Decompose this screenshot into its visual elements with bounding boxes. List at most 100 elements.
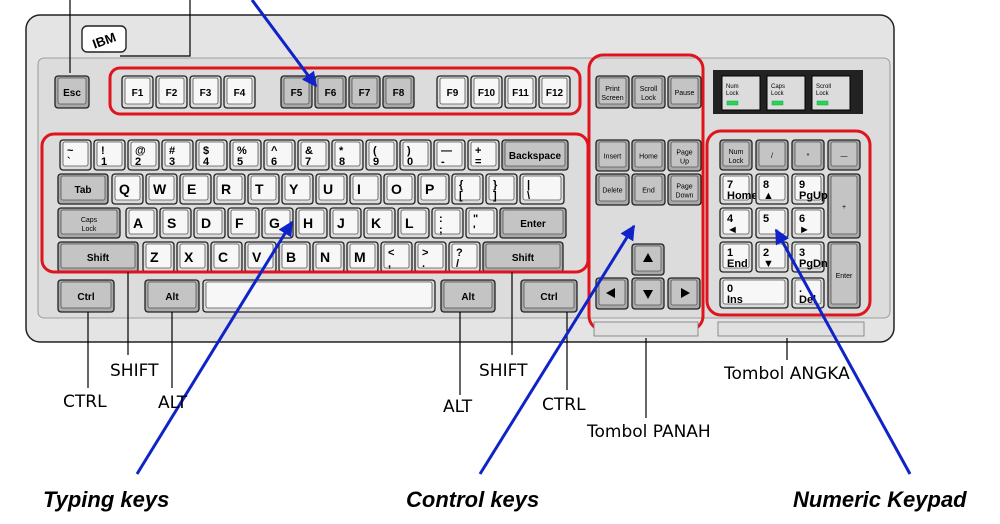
left-alt-key[interactable]: Alt xyxy=(144,279,200,313)
numpad-key-del[interactable]: .Del xyxy=(791,277,825,309)
left-shift-key[interactable]: Shift xyxy=(57,241,139,273)
right-shift-key[interactable]: Shift xyxy=(482,241,564,273)
function-key-f9[interactable]: F9 xyxy=(436,75,469,109)
function-key-f3[interactable]: F3 xyxy=(189,75,222,109)
key-z[interactable]: Z xyxy=(142,241,175,273)
key-5[interactable]: %5 xyxy=(229,139,262,171)
key-1[interactable]: !1 xyxy=(93,139,126,171)
key-4[interactable]: $4 xyxy=(195,139,228,171)
function-key-f5[interactable]: F5 xyxy=(280,75,313,109)
key-2[interactable]: @2 xyxy=(127,139,160,171)
key-g[interactable]: G xyxy=(261,207,294,239)
arrow-left-key[interactable] xyxy=(595,277,629,310)
key-c[interactable]: C xyxy=(210,241,243,273)
function-key-f7[interactable]: F7 xyxy=(348,75,381,109)
function-key-f4[interactable]: F4 xyxy=(223,75,256,109)
left-ctrl-key[interactable]: Ctrl xyxy=(57,279,115,313)
key-delete[interactable]: Delete xyxy=(595,173,630,206)
key-o[interactable]: O xyxy=(383,173,416,205)
key-open-bracket[interactable]: {[ xyxy=(451,173,484,205)
key-a[interactable]: A xyxy=(125,207,158,239)
key-y[interactable]: Y xyxy=(281,173,314,205)
key-pause[interactable]: Pause xyxy=(667,75,702,109)
function-key-f11[interactable]: F11 xyxy=(504,75,537,109)
key-n[interactable]: N xyxy=(312,241,345,273)
key-q[interactable]: Q xyxy=(111,173,144,205)
key-s[interactable]: S xyxy=(159,207,192,239)
key-k[interactable]: K xyxy=(363,207,396,239)
key-8[interactable]: *8 xyxy=(331,139,364,171)
arrow-up-key[interactable] xyxy=(631,243,665,276)
key-sym[interactable]: —- xyxy=(433,139,466,171)
key-d[interactable]: D xyxy=(193,207,226,239)
key-x[interactable]: X xyxy=(176,241,209,273)
key-i[interactable]: I xyxy=(349,173,382,205)
key-h[interactable]: H xyxy=(295,207,328,239)
key-m[interactable]: M xyxy=(346,241,379,273)
numpad-key-6[interactable]: 6► xyxy=(791,207,825,239)
function-key-f10[interactable]: F10 xyxy=(470,75,503,109)
function-key-f8[interactable]: F8 xyxy=(382,75,415,109)
key-u[interactable]: U xyxy=(315,173,348,205)
numpad-key-enter[interactable]: Enter xyxy=(827,241,861,309)
enter-key[interactable]: Enter xyxy=(499,207,567,239)
key-slash[interactable]: ?/ xyxy=(448,241,481,273)
tab-key[interactable]: Tab xyxy=(57,173,109,205)
key-6[interactable]: ^6 xyxy=(263,139,296,171)
numpad-key-4[interactable]: 4◄ xyxy=(719,207,753,239)
arrow-down-key[interactable] xyxy=(631,277,665,310)
key-semicolon[interactable]: :; xyxy=(431,207,464,239)
esc-key[interactable]: Esc xyxy=(54,75,90,109)
key-backslash[interactable]: |\ xyxy=(519,173,565,205)
function-key-f12[interactable]: F12 xyxy=(538,75,571,109)
numpad-key-2[interactable]: 2▼ xyxy=(755,241,789,273)
key-quote[interactable]: "' xyxy=(465,207,498,239)
key-e[interactable]: E xyxy=(179,173,212,205)
key-end[interactable]: End xyxy=(631,173,666,206)
key-comma[interactable]: <, xyxy=(380,241,413,273)
key-period[interactable]: >. xyxy=(414,241,447,273)
numpad-key-plus[interactable]: + xyxy=(827,173,861,239)
key-7[interactable]: &7 xyxy=(297,139,330,171)
key-f[interactable]: F xyxy=(227,207,260,239)
key-home[interactable]: Home xyxy=(631,139,666,172)
numpad-key-sym[interactable]: / xyxy=(755,139,789,171)
function-key-f1[interactable]: F1 xyxy=(121,75,154,109)
arrow-right-key[interactable] xyxy=(667,277,701,310)
right-alt-key[interactable]: Alt xyxy=(440,279,496,313)
backspace-key[interactable]: Backspace xyxy=(501,139,569,171)
key-b[interactable]: B xyxy=(278,241,311,273)
key-sym[interactable]: += xyxy=(467,139,500,171)
key-9[interactable]: (9 xyxy=(365,139,398,171)
key-t[interactable]: T xyxy=(247,173,280,205)
numpad-key-sym[interactable]: * xyxy=(791,139,825,171)
key-insert[interactable]: Insert xyxy=(595,139,630,172)
numpad-key-sym[interactable]: — xyxy=(827,139,861,171)
key-j[interactable]: J xyxy=(329,207,362,239)
key-0[interactable]: )0 xyxy=(399,139,432,171)
key-3[interactable]: #3 xyxy=(161,139,194,171)
numpad-key-5[interactable]: 5 xyxy=(755,207,789,239)
key-sym[interactable]: ~` xyxy=(59,139,92,171)
function-key-f6[interactable]: F6 xyxy=(314,75,347,109)
key-close-bracket[interactable]: }] xyxy=(485,173,518,205)
numpad-key-8[interactable]: 8▲ xyxy=(755,173,789,205)
key-l[interactable]: L xyxy=(397,207,430,239)
key-r[interactable]: R xyxy=(213,173,246,205)
key-w[interactable]: W xyxy=(145,173,178,205)
key-p[interactable]: P xyxy=(417,173,450,205)
right-ctrl-key[interactable]: Ctrl xyxy=(520,279,578,313)
spacebar[interactable] xyxy=(202,279,436,313)
function-key-f2[interactable]: F2 xyxy=(155,75,188,109)
